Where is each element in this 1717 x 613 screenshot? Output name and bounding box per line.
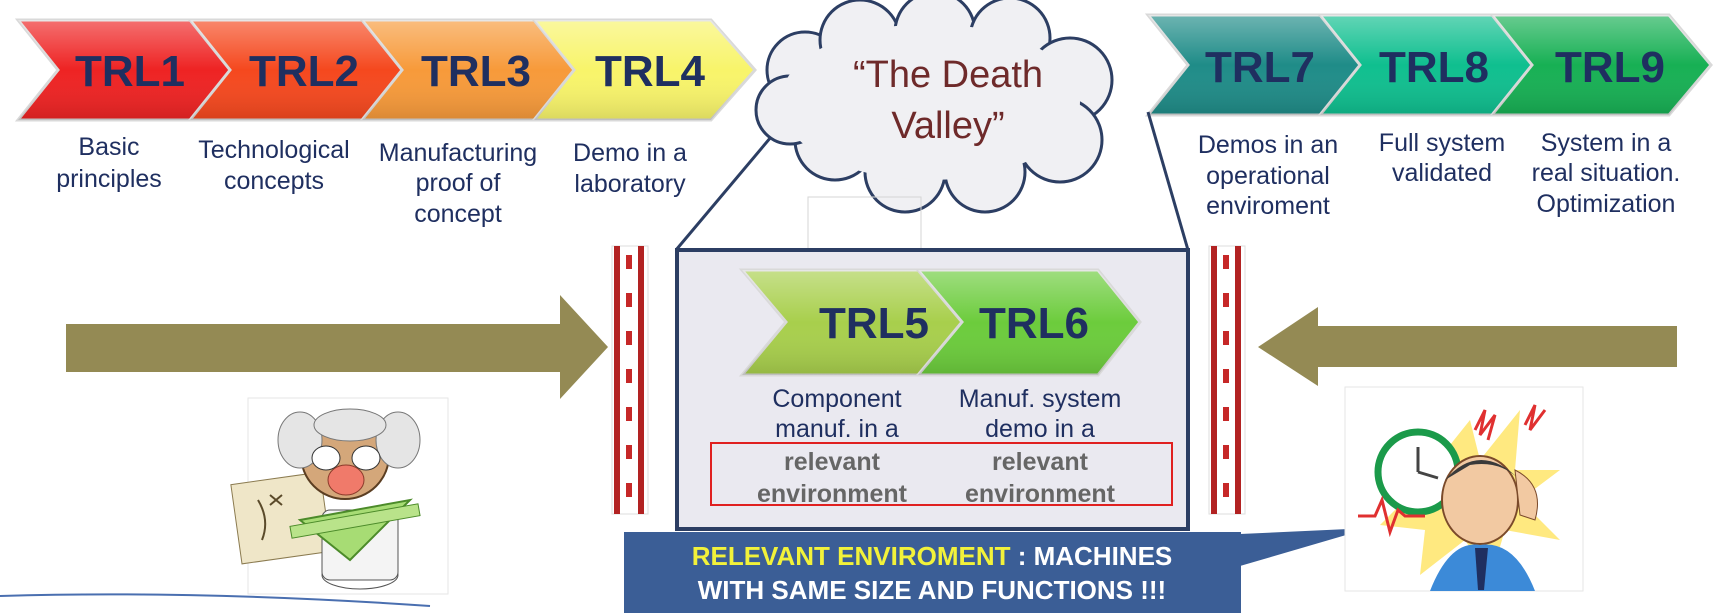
chevrons-left: TRL1 TRL2 TRL3 TRL4 <box>14 18 757 122</box>
trl4-desc-line1: Demo in a <box>573 139 687 167</box>
trl9-desc-line1: System in a <box>1541 129 1672 157</box>
trl2-desc-line1: Technological <box>198 136 350 164</box>
trl1-desc-line2: principles <box>56 165 162 193</box>
stressed-man-illustration <box>1344 386 1584 592</box>
trl6-desc-line1: Manuf. system <box>959 385 1122 413</box>
chevron-trl6: TRL6 <box>914 268 1142 377</box>
chevron-trl3: TRL3 <box>358 18 581 122</box>
valley-left-edge <box>674 117 789 251</box>
trl5-label: TRL5 <box>819 299 929 348</box>
trl6-highlight-line2: environment <box>965 480 1116 508</box>
trl4-label: TRL4 <box>595 47 706 96</box>
banner-line1-rest: : MACHINES <box>1010 541 1172 571</box>
cloud-text-line2: Valley” <box>891 105 1004 147</box>
trl7-label: TRL7 <box>1205 43 1315 92</box>
chevrons-mid: TRL5 TRL6 <box>738 268 1142 377</box>
trl7-desc-line2: operational <box>1206 162 1330 190</box>
trl9-desc-line2: real situation. <box>1532 159 1681 187</box>
trl5-highlight-line1: relevant <box>784 448 881 476</box>
chevron-trl4: TRL4 <box>530 18 757 122</box>
trl6-desc-line2: demo in a <box>985 415 1095 443</box>
descriptions-left: Basic principles Technological concepts … <box>56 133 687 228</box>
banner-line2: WITH SAME SIZE AND FUNCTIONS !!! <box>698 575 1166 605</box>
relevant-highlight-box <box>710 442 1173 506</box>
trl8-desc-line1: Full system <box>1379 129 1505 157</box>
cloud-text-line1: “The Death <box>853 54 1043 96</box>
trl7-desc-line1: Demos in an <box>1198 131 1338 159</box>
trl5-desc-line2: manuf. in a <box>775 415 899 443</box>
trl6-highlight-line1: relevant <box>992 448 1089 476</box>
descriptions-mid: Component manuf. in a Manuf. system demo… <box>710 385 1173 508</box>
valley-right-edge <box>1146 111 1190 251</box>
right-barrier <box>1208 245 1246 515</box>
banner-highlight: RELEVANT ENVIROMENT <box>692 541 1011 571</box>
chevron-trl9: TRL9 <box>1488 13 1713 117</box>
trl2-label: TRL2 <box>249 47 359 96</box>
scientist-illustration <box>230 397 449 595</box>
trl8-desc-line2: validated <box>1392 159 1492 187</box>
trl1-label: TRL1 <box>75 47 185 96</box>
trl3-desc-line1: Manufacturing <box>379 139 537 167</box>
trl1-desc-line1: Basic <box>78 133 139 161</box>
chevron-trl7: TRL7 <box>1144 13 1367 117</box>
chevron-trl1: TRL1 <box>14 18 237 122</box>
trl7-desc-line3: enviroment <box>1206 192 1330 220</box>
decor-underline <box>0 593 431 607</box>
chevrons-right: TRL7 TRL8 TRL9 <box>1144 13 1713 117</box>
trl6-label: TRL6 <box>979 299 1089 348</box>
left-arrow <box>66 295 608 399</box>
trl3-desc-line3: concept <box>414 200 502 228</box>
trl3-desc-line2: proof of <box>416 169 501 197</box>
callout-tail <box>1240 528 1370 566</box>
trl4-desc-line2: laboratory <box>574 170 686 198</box>
trl9-desc-line3: Optimization <box>1537 190 1676 218</box>
trl3-label: TRL3 <box>421 47 531 96</box>
trl2-desc-line2: concepts <box>224 167 324 195</box>
descriptions-right: Demos in an operational enviroment Full … <box>1198 129 1681 220</box>
trl5-highlight-line2: environment <box>757 480 908 508</box>
left-barrier <box>611 245 649 515</box>
chevron-trl2: TRL2 <box>186 18 409 122</box>
banner-line1: RELEVANT ENVIROMENT : MACHINES <box>692 541 1173 571</box>
trl8-label: TRL8 <box>1379 43 1489 92</box>
trl9-label: TRL9 <box>1555 43 1665 92</box>
chevron-trl5: TRL5 <box>738 268 967 377</box>
death-valley-cloud: “The Death Valley” <box>754 0 1114 214</box>
relevant-banner: RELEVANT ENVIROMENT : MACHINES WITH SAME… <box>624 532 1241 613</box>
trl5-desc-line1: Component <box>772 385 901 413</box>
right-arrow <box>1258 307 1677 386</box>
